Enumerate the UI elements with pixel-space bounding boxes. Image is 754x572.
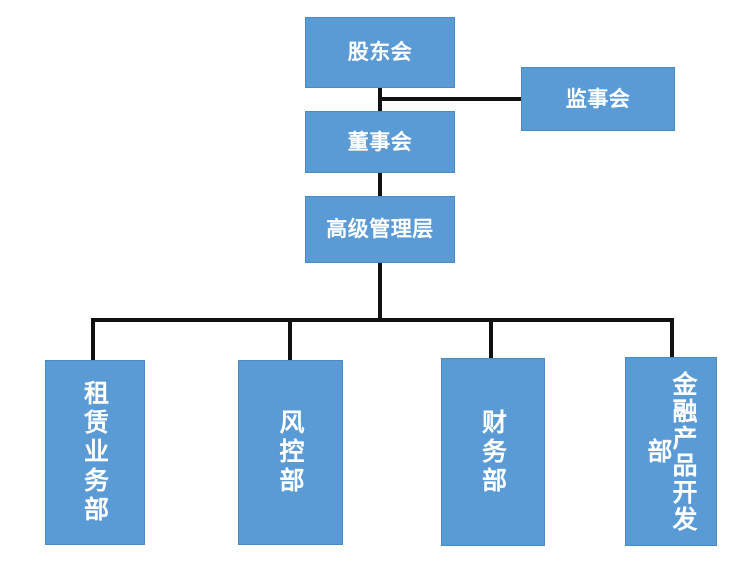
- connector-drop-risk-control-dept: [288, 318, 292, 364]
- node-risk-control-dept[interactable]: 风控部: [238, 360, 343, 545]
- node-shareholders-meeting[interactable]: 股东会: [305, 17, 455, 88]
- connector-senior-management-trunk: [378, 261, 382, 322]
- node-financial-product-dev-dept[interactable]: 金融产品开发部: [625, 357, 717, 546]
- connector-board-to-senior-management: [378, 171, 382, 198]
- node-senior-management[interactable]: 高级管理层: [305, 196, 455, 263]
- connector-drop-financial-product-dev-dept: [670, 318, 674, 361]
- connector-drop-leasing-business-dept: [91, 318, 95, 364]
- connector-shareholders-to-supervisors: [378, 97, 523, 101]
- node-board-of-supervisors[interactable]: 监事会: [521, 67, 675, 131]
- connector-department-bus: [91, 318, 674, 322]
- node-finance-dept[interactable]: 财务部: [441, 358, 545, 546]
- node-leasing-business-dept[interactable]: 租赁业务部: [45, 360, 145, 545]
- connector-drop-finance-dept: [489, 318, 493, 362]
- node-board-of-directors[interactable]: 董事会: [305, 111, 455, 173]
